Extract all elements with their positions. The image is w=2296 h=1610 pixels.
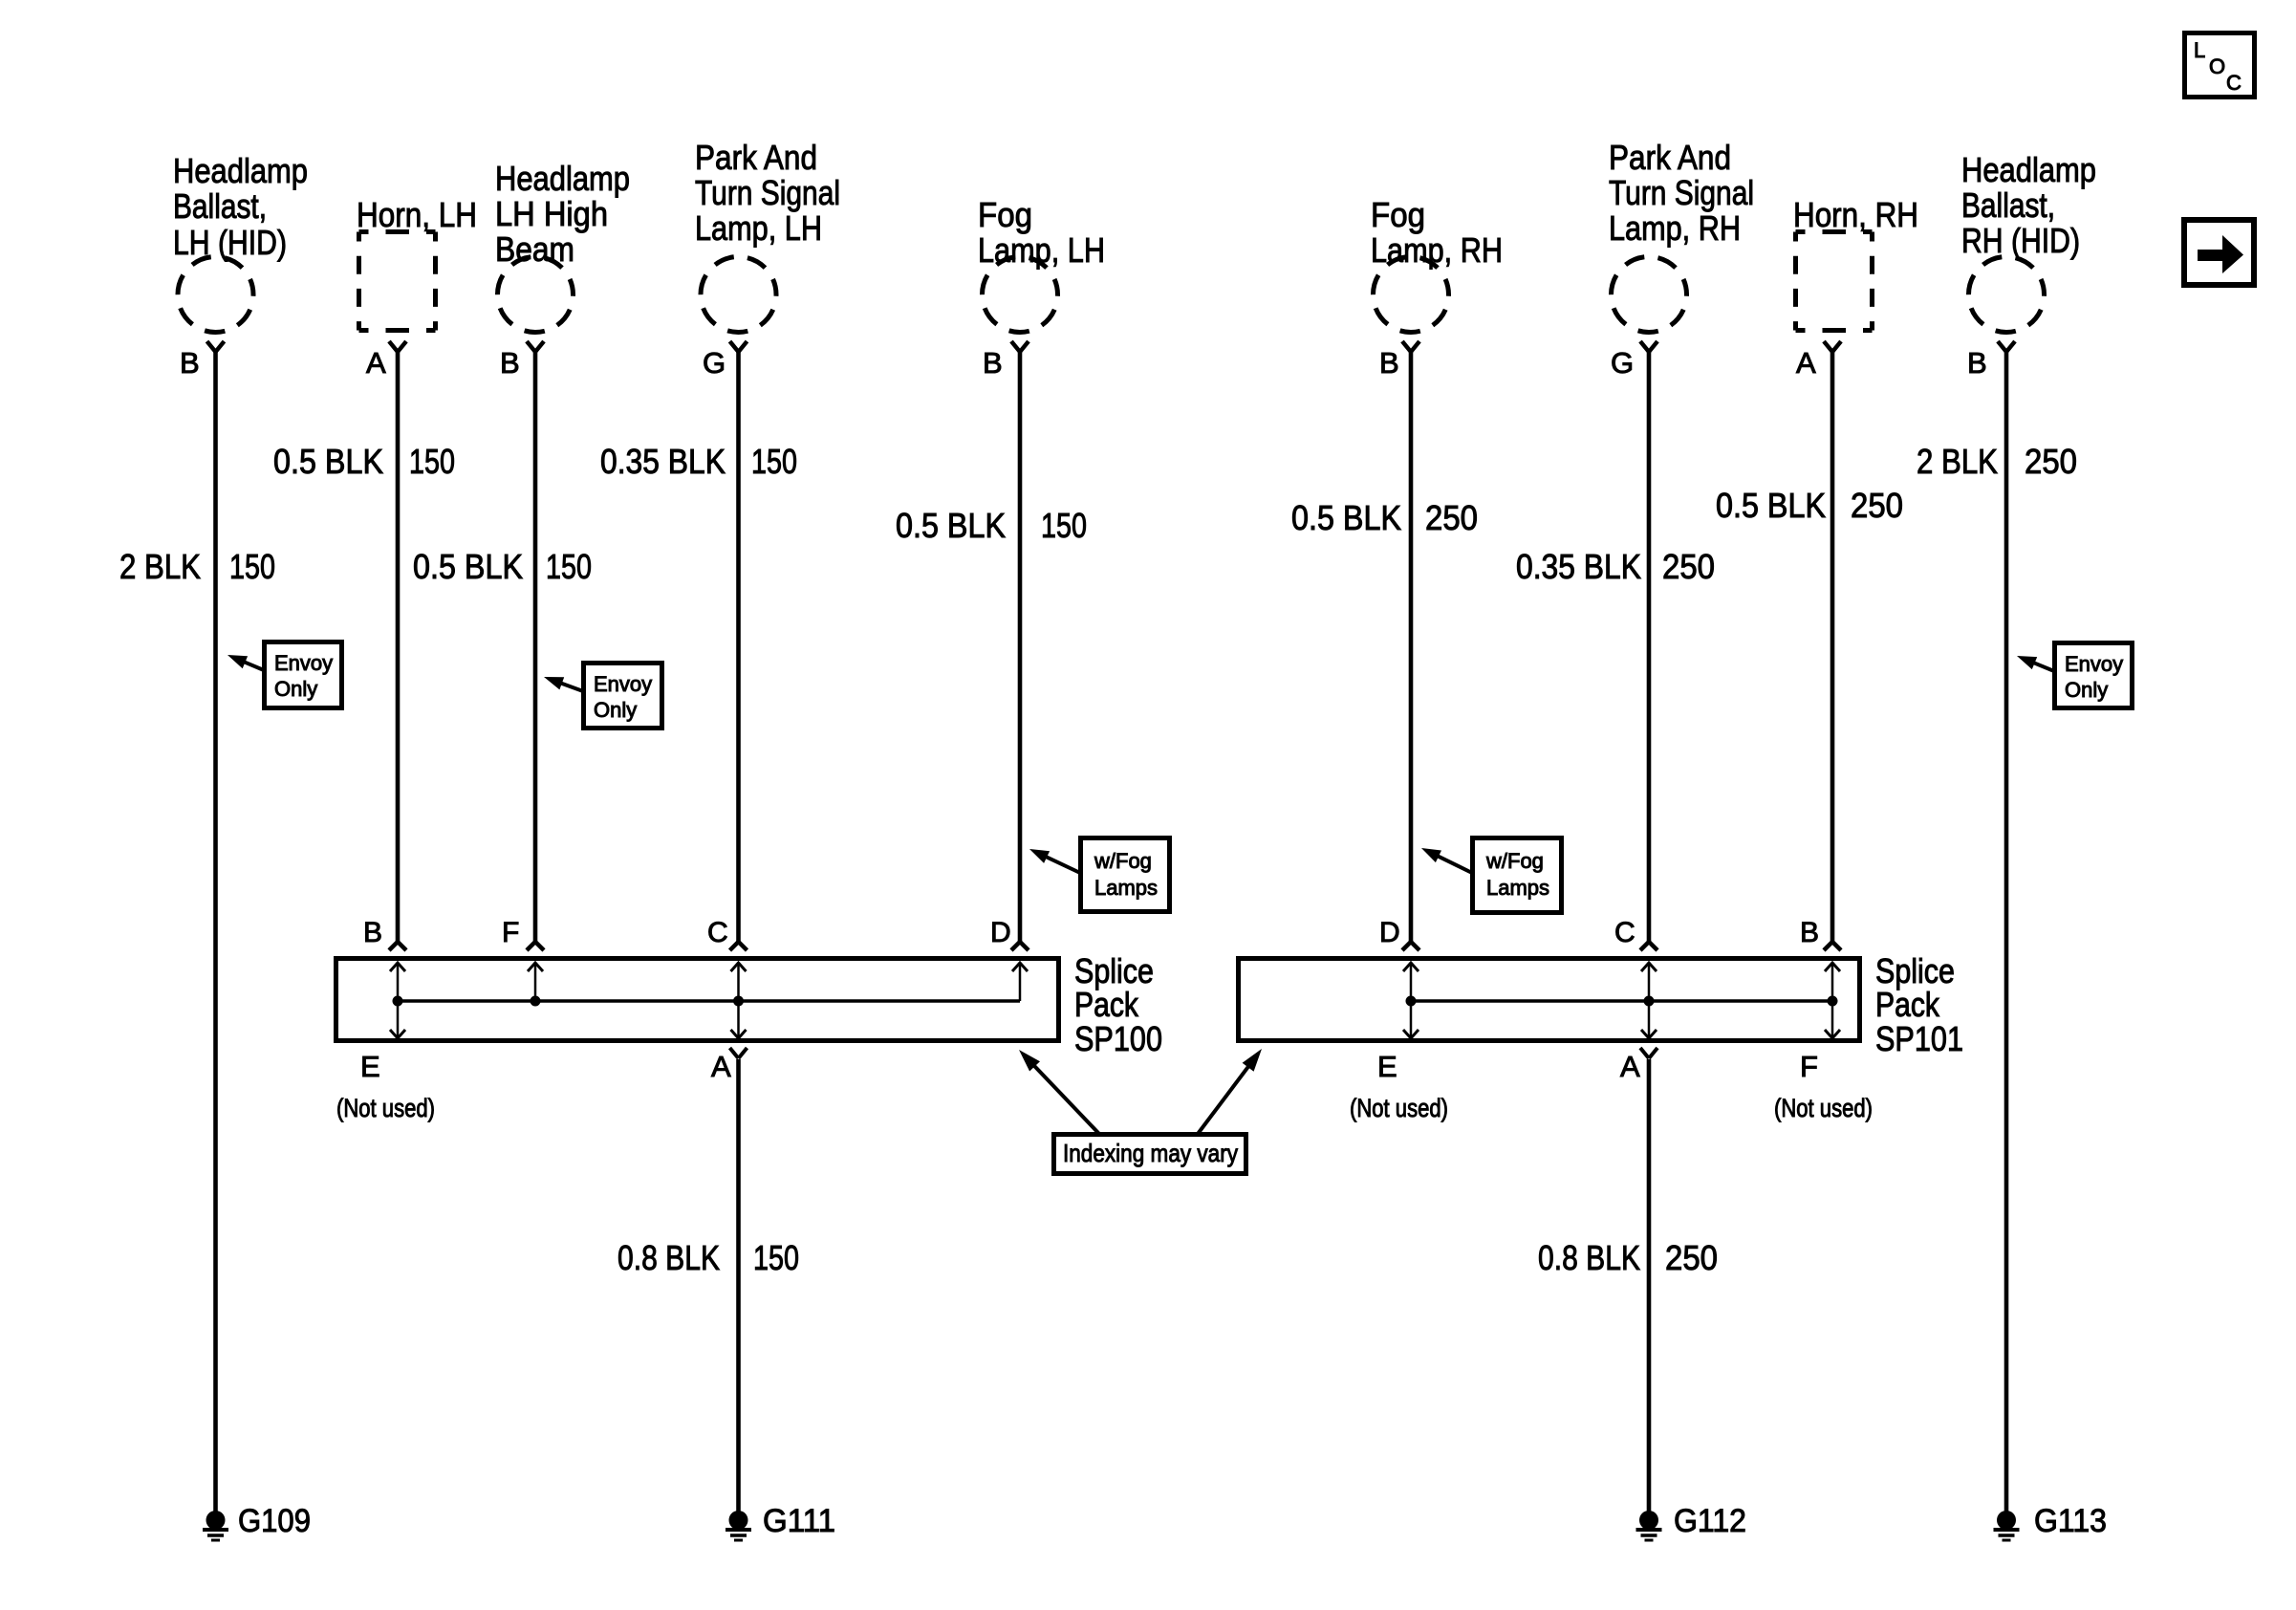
svg-text:Beam: Beam: [495, 229, 574, 269]
svg-text:B: B: [1967, 346, 1987, 380]
svg-text:250: 250: [2025, 442, 2077, 481]
svg-text:Splice: Splice: [1074, 951, 1154, 990]
svg-text:Headlamp: Headlamp: [173, 151, 308, 190]
svg-text:250: 250: [1425, 498, 1478, 537]
svg-text:G109: G109: [238, 1503, 311, 1539]
svg-text:w/Fog: w/Fog: [1485, 849, 1544, 873]
svg-text:Only: Only: [594, 698, 637, 722]
svg-text:Pack: Pack: [1875, 985, 1940, 1024]
svg-text:B: B: [1379, 346, 1399, 380]
svg-text:Envoy: Envoy: [274, 651, 333, 675]
svg-text:Ballast,: Ballast,: [1961, 185, 2055, 225]
svg-text:Turn Signal: Turn Signal: [1609, 173, 1754, 212]
svg-text:Lamp, LH: Lamp, LH: [978, 230, 1105, 270]
svg-text:F: F: [502, 917, 519, 948]
svg-text:0.5 BLK: 0.5 BLK: [1291, 498, 1401, 537]
svg-text:Splice: Splice: [1875, 951, 1955, 990]
svg-text:O: O: [2209, 54, 2225, 78]
svg-text:SP101: SP101: [1875, 1019, 1963, 1058]
svg-text:Ballast,: Ballast,: [173, 186, 267, 226]
svg-text:Envoy: Envoy: [2065, 652, 2123, 676]
svg-text:Pack: Pack: [1074, 985, 1139, 1024]
svg-text:G112: G112: [1674, 1503, 1746, 1539]
svg-text:E: E: [1377, 1050, 1397, 1083]
svg-text:0.8 BLK: 0.8 BLK: [617, 1238, 720, 1277]
svg-text:0.35 BLK: 0.35 BLK: [600, 442, 726, 481]
svg-text:Horn, LH: Horn, LH: [357, 195, 477, 234]
svg-text:Lamp, RH: Lamp, RH: [1609, 208, 1741, 248]
svg-text:Only: Only: [2065, 678, 2108, 702]
svg-text:150: 150: [1041, 506, 1087, 545]
svg-text:RH (HID): RH (HID): [1961, 221, 2080, 260]
svg-text:150: 150: [409, 442, 455, 481]
svg-text:Park And: Park And: [1609, 138, 1731, 177]
svg-text:2 BLK: 2 BLK: [1917, 442, 1998, 481]
svg-text:Only: Only: [274, 677, 317, 701]
svg-text:A: A: [1796, 346, 1816, 380]
svg-text:0.5 BLK: 0.5 BLK: [896, 506, 1006, 545]
svg-text:0.5 BLK: 0.5 BLK: [1716, 486, 1826, 525]
svg-text:G: G: [1611, 346, 1634, 380]
svg-text:A: A: [711, 1050, 731, 1083]
svg-text:G: G: [703, 346, 726, 380]
svg-text:Envoy: Envoy: [594, 672, 652, 696]
svg-text:Lamp, LH: Lamp, LH: [695, 208, 822, 248]
svg-text:B: B: [180, 346, 200, 380]
svg-text:0.35 BLK: 0.35 BLK: [1516, 547, 1641, 586]
svg-text:Lamps: Lamps: [1486, 876, 1549, 900]
svg-text:B: B: [983, 346, 1003, 380]
svg-text:SP100: SP100: [1074, 1019, 1162, 1058]
svg-text:G113: G113: [2034, 1503, 2107, 1539]
svg-text:C: C: [707, 917, 728, 948]
svg-text:A: A: [1620, 1050, 1640, 1083]
svg-text:A: A: [366, 346, 386, 380]
svg-text:250: 250: [1662, 547, 1715, 586]
svg-text:0.5 BLK: 0.5 BLK: [273, 442, 383, 481]
svg-text:150: 150: [753, 1238, 799, 1277]
svg-text:150: 150: [751, 442, 797, 481]
svg-text:(Not used): (Not used): [336, 1094, 435, 1122]
svg-text:B: B: [1800, 917, 1819, 948]
svg-text:(Not used): (Not used): [1774, 1094, 1873, 1122]
svg-text:F: F: [1800, 1050, 1818, 1083]
svg-text:Park And: Park And: [695, 138, 817, 177]
svg-text:LH High: LH High: [495, 194, 608, 233]
svg-text:0.8 BLK: 0.8 BLK: [1538, 1238, 1640, 1277]
svg-text:Lamps: Lamps: [1094, 876, 1158, 900]
svg-text:Lamp, RH: Lamp, RH: [1371, 230, 1503, 270]
svg-text:0.5 BLK: 0.5 BLK: [413, 547, 523, 586]
svg-text:Turn Signal: Turn Signal: [695, 173, 840, 212]
svg-text:C: C: [2226, 71, 2242, 95]
svg-text:LH (HID): LH (HID): [173, 223, 287, 262]
svg-text:D: D: [1379, 917, 1400, 948]
svg-text:G111: G111: [763, 1503, 835, 1539]
svg-text:150: 150: [546, 547, 592, 586]
svg-text:Fog: Fog: [1371, 195, 1425, 234]
svg-text:Fog: Fog: [978, 195, 1032, 234]
svg-text:Headlamp: Headlamp: [1961, 150, 2096, 189]
svg-text:C: C: [1614, 917, 1635, 948]
svg-text:(Not used): (Not used): [1350, 1094, 1448, 1122]
svg-text:E: E: [360, 1050, 380, 1083]
svg-text:w/Fog: w/Fog: [1094, 849, 1152, 873]
svg-text:B: B: [363, 917, 382, 948]
svg-text:D: D: [990, 917, 1011, 948]
svg-text:150: 150: [229, 547, 275, 586]
svg-text:Headlamp: Headlamp: [495, 159, 630, 198]
svg-text:Horn, RH: Horn, RH: [1793, 195, 1918, 234]
svg-text:250: 250: [1665, 1238, 1718, 1277]
svg-text:B: B: [500, 346, 520, 380]
svg-text:Indexing may vary: Indexing may vary: [1063, 1139, 1238, 1167]
svg-text:250: 250: [1851, 486, 1903, 525]
svg-text:L: L: [2194, 38, 2205, 62]
svg-text:2 BLK: 2 BLK: [119, 547, 201, 586]
